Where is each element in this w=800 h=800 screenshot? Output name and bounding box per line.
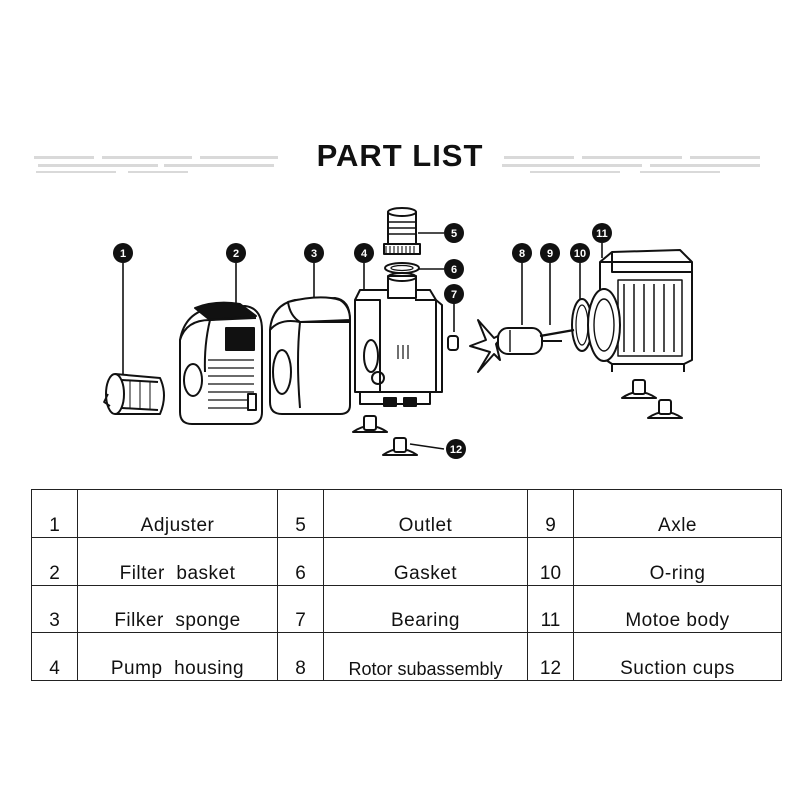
part-name: Pump housing: [77, 632, 278, 681]
callout-2-label: 2: [233, 248, 239, 260]
part-number: 10: [527, 536, 574, 586]
callout-7-label: 7: [451, 289, 457, 301]
axle-part: [539, 328, 575, 338]
part-number: 12: [527, 632, 574, 681]
callout-8-label: 8: [519, 248, 525, 260]
callout-2: 2: [226, 243, 246, 263]
callout-7: 7: [444, 284, 464, 304]
parts-table: 1 Adjuster 5 Outlet 9 Axle 2 Filter bask…: [31, 489, 782, 681]
rotor-subassembly-part: [469, 319, 562, 373]
gasket-part: [384, 262, 420, 274]
suction-cups-part: [352, 379, 683, 456]
callout-9-label: 9: [547, 248, 553, 260]
callout-4-label: 4: [361, 248, 368, 260]
part-number: 4: [31, 632, 78, 681]
part-number: 5: [277, 489, 324, 538]
callout-3: 3: [304, 243, 324, 263]
table-row: 1 Adjuster 5 Outlet 9 Axle: [31, 489, 782, 538]
filter-sponge-part: [269, 296, 351, 415]
callout-5-label: 5: [451, 228, 457, 240]
part-name: Filker sponge: [77, 584, 278, 634]
callout-3-label: 3: [311, 248, 317, 260]
part-name: Gasket: [323, 536, 528, 586]
part-name: Rotor subassembly: [323, 632, 528, 681]
exploded-pump-diagram: 1 2 3 4 5 6 7 8 9 10 11 12: [0, 190, 800, 480]
adjuster-part: [103, 373, 165, 415]
callout-8: 8: [512, 243, 532, 263]
callout-5: 5: [444, 223, 464, 243]
callout-12: 12: [446, 439, 466, 459]
part-name: O-ring: [573, 536, 782, 586]
callout-4: 4: [354, 243, 374, 263]
page-title: PART LIST: [316, 138, 484, 173]
table-row: 3 Filker sponge 7 Bearing 11 Motoe body: [31, 584, 782, 634]
faded-text-smudge-right: [502, 156, 760, 173]
table-row: 2 Filter basket 6 Gasket 10 O-ring: [31, 536, 782, 586]
part-name: Adjuster: [77, 489, 278, 538]
callout-12-label: 12: [450, 444, 462, 456]
part-number: 8: [277, 632, 324, 681]
part-name: Axle: [573, 489, 782, 538]
part-number: 6: [277, 536, 324, 586]
part-number: 11: [527, 584, 574, 634]
part-number: 9: [527, 489, 574, 538]
callout-10-label: 10: [574, 248, 586, 260]
callout-11: 11: [592, 223, 612, 243]
part-number: 2: [31, 536, 78, 586]
part-number: 3: [31, 584, 78, 634]
part-number: 1: [31, 489, 78, 538]
callout-11-label: 11: [596, 228, 608, 240]
callout-1: 1: [113, 243, 133, 263]
leader-lines: [122, 232, 603, 450]
callout-9: 9: [540, 243, 560, 263]
part-name: Suction cups: [573, 632, 782, 681]
pump-housing-part: [354, 272, 443, 407]
part-name: Filter basket: [77, 536, 278, 586]
table-row: 4 Pump housing 8 Rotor subassembly 12 Su…: [31, 632, 782, 681]
callout-6: 6: [444, 259, 464, 279]
part-name: Outlet: [323, 489, 528, 538]
filter-basket-part: [179, 301, 263, 425]
part-name: Motoe body: [573, 584, 782, 634]
outlet-part: [383, 207, 421, 255]
callout-markers: 1 2 3 4 5 6 7 8 9 10 11 12: [113, 223, 612, 459]
callout-10: 10: [570, 243, 590, 263]
callout-1-label: 1: [120, 248, 126, 260]
callout-6-label: 6: [451, 264, 457, 276]
faded-text-smudge-left: [34, 156, 278, 173]
part-number: 7: [277, 584, 324, 634]
motor-body-part: [587, 249, 693, 372]
part-name: Bearing: [323, 584, 528, 634]
bearing-part: [447, 335, 459, 351]
